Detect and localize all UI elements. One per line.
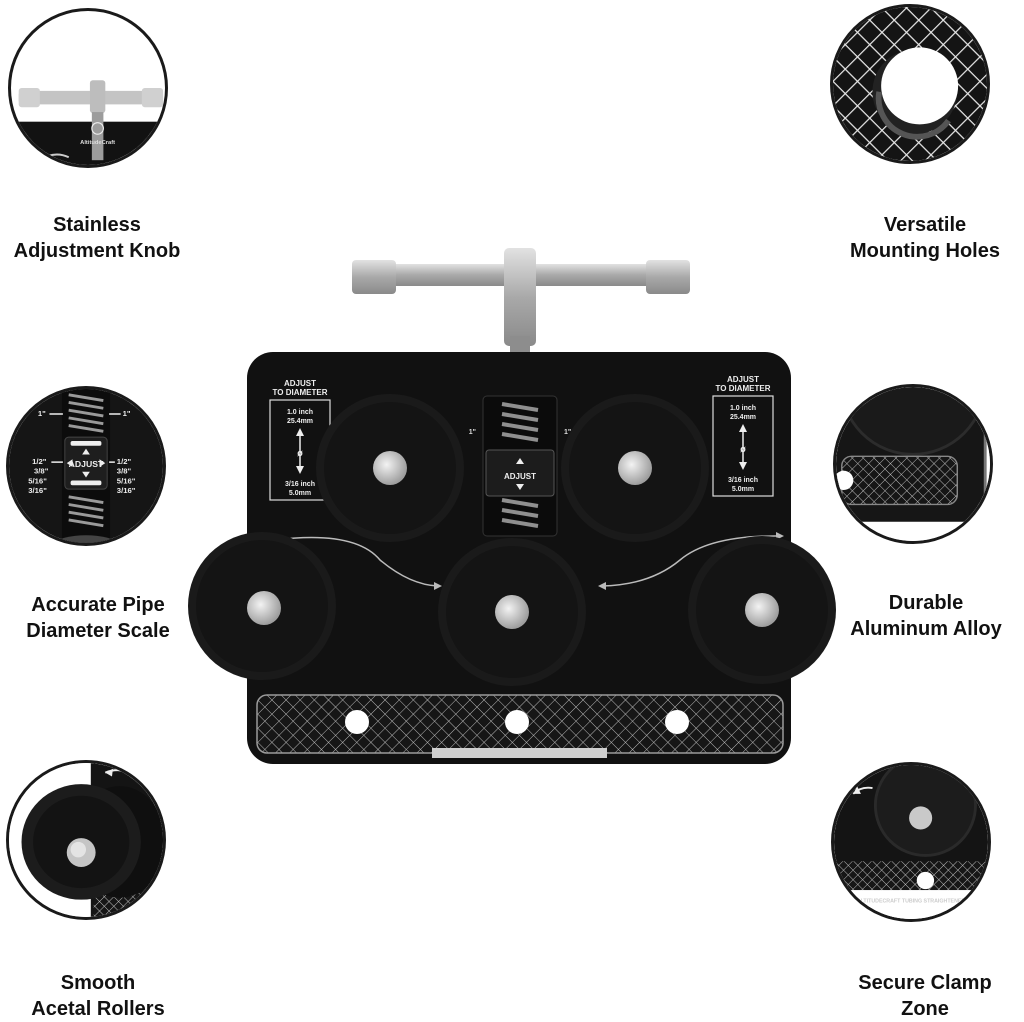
roller-icon [9, 763, 163, 917]
clamp-callout: ALTITUDECRAFT TUBING STRAIGHTENER [831, 762, 991, 922]
clamp-zone-icon: ALTITUDECRAFT TUBING STRAIGHTENER [834, 765, 988, 919]
diameter-scale-icon: ADJUST 1" 1/2" 3/8" 5/16" 3/16" 1" 1/2" … [9, 389, 163, 543]
scale-mark-left-3: 3/8" [34, 467, 49, 476]
scale-mark-right-5: 3/16" [117, 486, 136, 495]
scale-adjust-label: ADJUST [69, 459, 104, 469]
rollers-callout [6, 760, 166, 920]
left-max-inch: 1.0 inch [287, 409, 313, 416]
rollers-caption: Smooth Acetal Rollers [0, 970, 208, 1022]
clamp-zone [256, 694, 784, 758]
right-max-inch: 1.0 inch [730, 405, 756, 412]
holes-caption: Versatile Mounting Holes [815, 212, 1024, 264]
mounting-hole-icon [833, 7, 987, 161]
bottom-left-roller [188, 532, 336, 680]
alloy-caption: Durable Aluminum Alloy [816, 590, 1024, 642]
holes-callout [830, 4, 990, 164]
knob-caption-line1: Stainless [53, 214, 141, 236]
scale-mark-left-4: 5/16" [28, 476, 47, 485]
scale-mark-right-4: 5/16" [117, 476, 136, 485]
bottom-center-roller [438, 538, 586, 686]
knob-callout: AltitudeCraft [8, 8, 168, 168]
right-min-inch: 3/16 inch [728, 477, 758, 484]
alloy-caption-line1: Durable [888, 592, 964, 614]
top-right-roller [561, 394, 709, 542]
left-max-mm: 25.4mm [287, 418, 313, 425]
right-max-mm: 25.4mm [730, 414, 756, 421]
right-min-mm: 5.0mm [732, 486, 754, 493]
scale-caption: Accurate Pipe Diameter Scale [0, 592, 208, 644]
tubing-straightener-product: ADJUST TO DIAMETER 1.0 inch 25.4mm ø 3/1… [180, 240, 850, 780]
bottom-right-roller [688, 536, 836, 684]
scale-caption-line1: Accurate Pipe [31, 594, 165, 616]
brand-small-text: AltitudeCraft [80, 140, 115, 146]
clamp-brand-text: ALTITUDECRAFT TUBING STRAIGHTENER [857, 899, 966, 905]
right-to-diameter-text: TO DIAMETER [716, 384, 771, 393]
scale-top-left: 1" [469, 429, 476, 436]
scale-mark-left-5: 3/16" [28, 486, 47, 495]
right-diameter-label: ADJUST TO DIAMETER 1.0 inch 25.4mm ø 3/1… [712, 375, 774, 497]
clamp-caption-line2: Zone [901, 998, 949, 1020]
scale-caption-line2: Diameter Scale [26, 620, 170, 642]
rollers-caption-line1: Smooth [60, 972, 136, 994]
holes-caption-line1: Versatile [883, 214, 967, 236]
top-left-roller [316, 394, 464, 542]
t-handle-knob-icon: AltitudeCraft [11, 80, 165, 165]
adjust-block[interactable]: ADJUST 1" 1" [469, 395, 571, 537]
right-adjust-text: ADJUST [727, 375, 759, 384]
mounting-hole-2 [505, 710, 529, 734]
scale-top-right: 1" [564, 429, 571, 436]
scale-mark-left-1: 1" [38, 409, 46, 418]
left-diameter-label: ADJUST TO DIAMETER 1.0 inch 25.4mm ø 3/1… [269, 379, 331, 501]
left-adjust-text: ADJUST [284, 379, 316, 388]
alloy-caption-line2: Aluminum Alloy [850, 618, 1002, 640]
scale-mark-right-2: 1/2" [117, 457, 132, 466]
tubing-straightener-illustration: ADJUST TO DIAMETER 1.0 inch 25.4mm ø 3/1… [188, 248, 836, 764]
mounting-hole-1 [345, 710, 369, 734]
clamp-caption-line1: Secure Clamp [858, 972, 992, 994]
knob-caption: Stainless Adjustment Knob [0, 212, 207, 264]
left-min-inch: 3/16 inch [285, 481, 315, 488]
left-min-mm: 5.0mm [289, 490, 311, 497]
scale-mark-left-2: 1/2" [32, 457, 47, 466]
knob-caption-line2: Adjustment Knob [13, 240, 181, 262]
left-diameter-symbol: ø [297, 448, 303, 458]
left-to-diameter-text: TO DIAMETER [273, 388, 328, 397]
holes-caption-line2: Mounting Holes [850, 240, 1000, 262]
scale-mark-right-3: 3/8" [117, 467, 132, 476]
clamp-caption: Secure Clamp Zone [815, 970, 1024, 1022]
right-diameter-symbol: ø [740, 444, 746, 454]
scale-callout: ADJUST 1" 1/2" 3/8" 5/16" 3/16" 1" 1/2" … [6, 386, 166, 546]
rollers-caption-line2: Acetal Rollers [31, 998, 165, 1020]
alloy-callout [833, 384, 993, 544]
t-handle [352, 248, 690, 356]
plate-adjust-label: ADJUST [504, 472, 536, 481]
scale-mark-right-1: 1" [123, 409, 131, 418]
mounting-hole-3 [665, 710, 689, 734]
aluminum-plate-icon [836, 387, 990, 541]
